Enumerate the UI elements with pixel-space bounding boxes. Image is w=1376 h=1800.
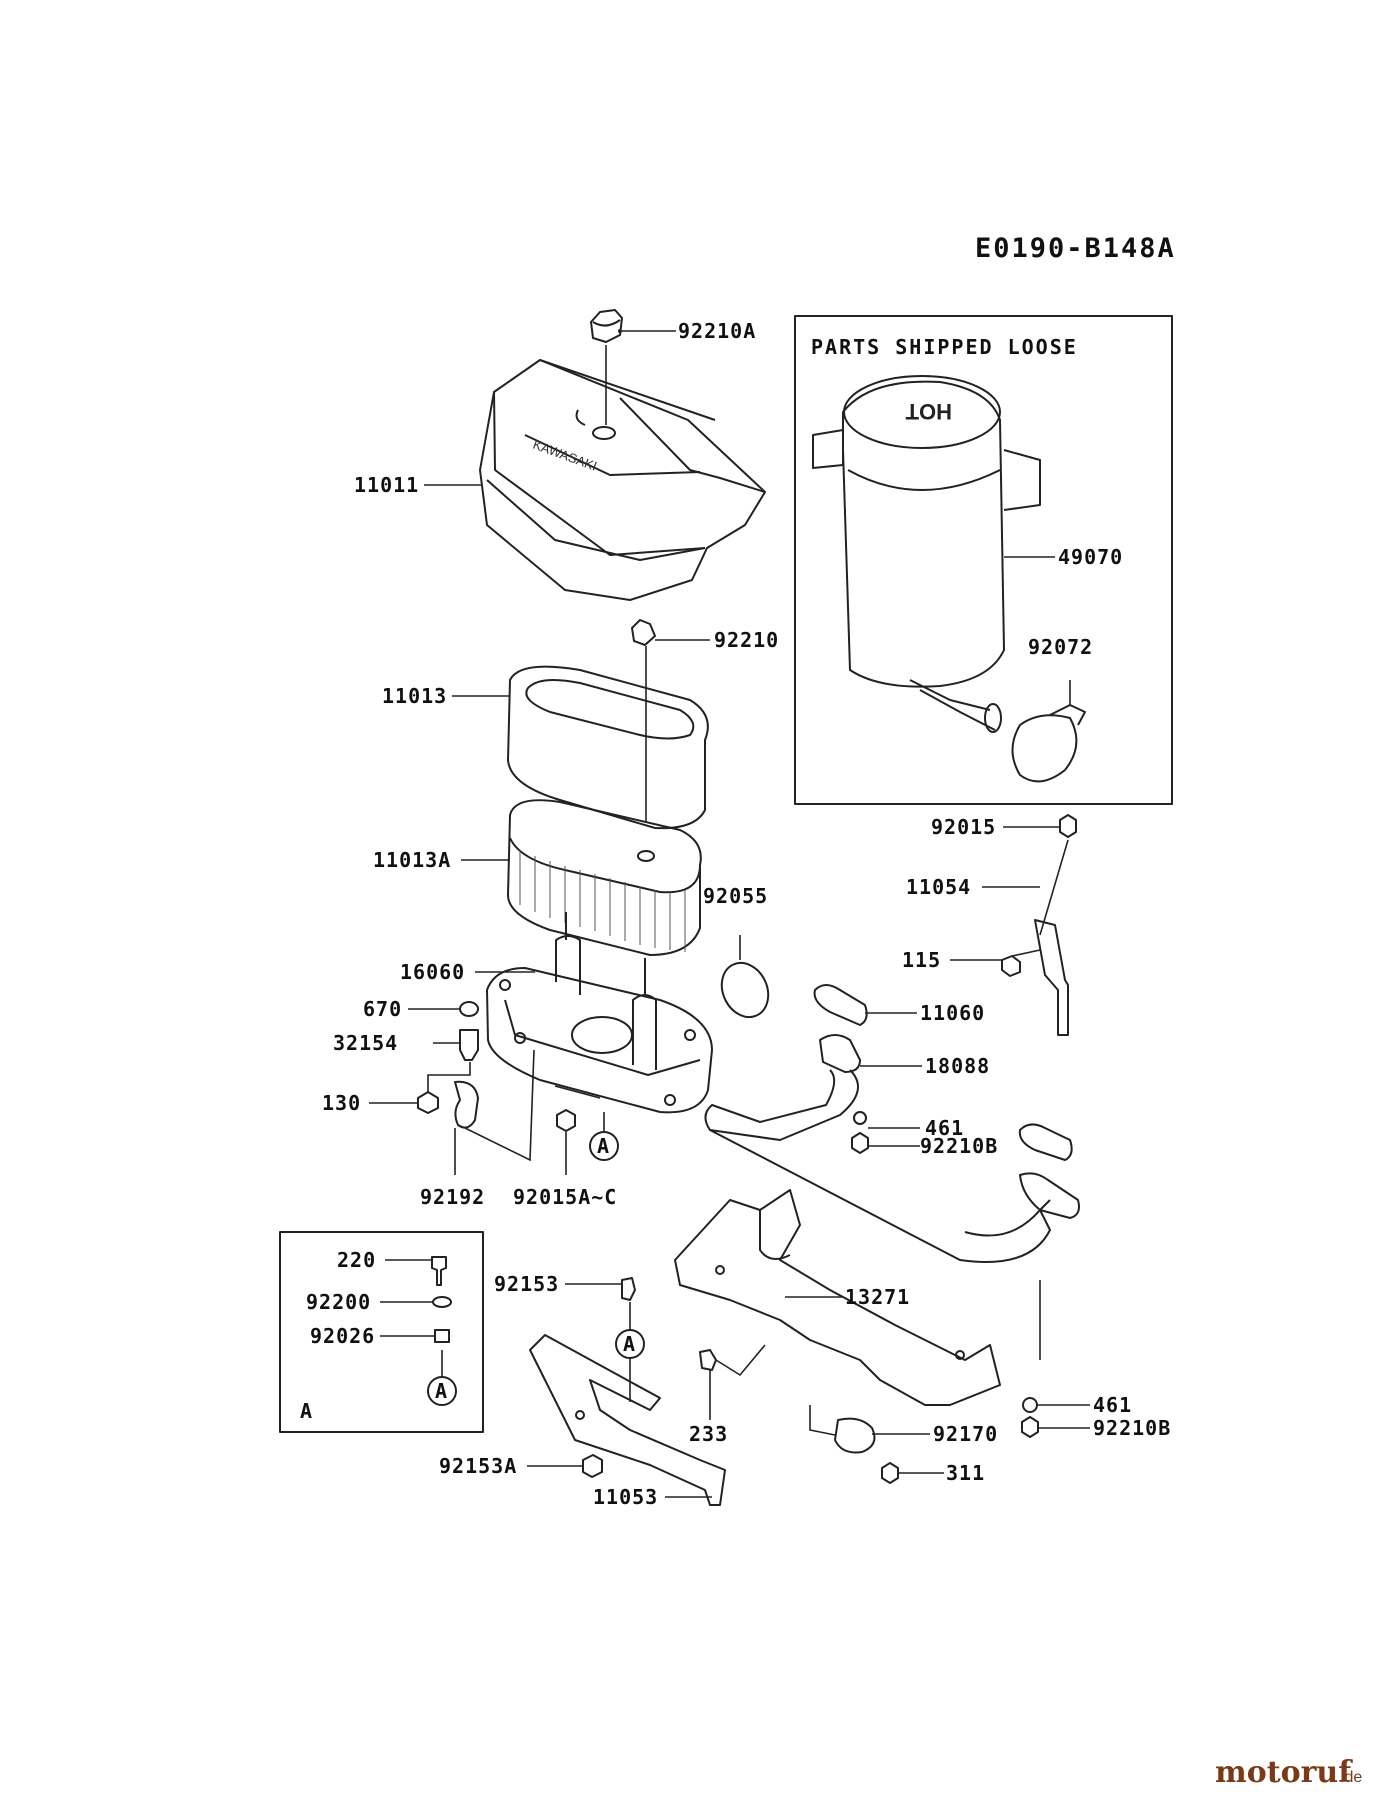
washer-461-top bbox=[853, 1111, 867, 1125]
label-92072: 92072 bbox=[1028, 635, 1093, 659]
air-cleaner-cover: KAWASAKI bbox=[479, 359, 766, 601]
bracket-11054 bbox=[1034, 919, 1069, 1036]
label-92026: 92026 bbox=[310, 1324, 375, 1348]
heat-shield bbox=[674, 1189, 1001, 1406]
bolt-311 bbox=[881, 1462, 899, 1484]
detail-a-box-label: A bbox=[300, 1399, 313, 1423]
label-233: 233 bbox=[689, 1422, 728, 1446]
label-311: 311 bbox=[946, 1461, 985, 1485]
bolt-115 bbox=[1001, 955, 1021, 977]
label-11060: 11060 bbox=[920, 1001, 985, 1025]
spacer-92026 bbox=[434, 1329, 450, 1343]
svg-text:A: A bbox=[435, 1379, 448, 1403]
label-92015A-C: 92015A~C bbox=[513, 1185, 617, 1209]
gasket-11060-second bbox=[1018, 1123, 1073, 1161]
label-92153: 92153 bbox=[494, 1272, 559, 1296]
label-49070: 49070 bbox=[1058, 545, 1123, 569]
label-11054: 11054 bbox=[906, 875, 971, 899]
svg-text:HOT: HOT bbox=[905, 399, 952, 424]
label-92210: 92210 bbox=[714, 628, 779, 652]
callout-a-base: A bbox=[589, 1112, 619, 1161]
bolt-92153A bbox=[582, 1454, 603, 1478]
washer-670 bbox=[459, 1001, 479, 1017]
hose-92192 bbox=[454, 1080, 479, 1129]
label-92055: 92055 bbox=[703, 884, 768, 908]
label-32154: 32154 bbox=[333, 1031, 398, 1055]
callout-a-bracket: A bbox=[615, 1302, 645, 1402]
label-92015: 92015 bbox=[931, 815, 996, 839]
label-13271: 13271 bbox=[845, 1285, 910, 1309]
label-130: 130 bbox=[322, 1091, 361, 1115]
o-ring bbox=[720, 961, 770, 1019]
parts-shipped-loose-title: PARTS SHIPPED LOOSE bbox=[811, 335, 1078, 359]
label-670: 670 bbox=[363, 997, 402, 1021]
label-92200: 92200 bbox=[306, 1290, 371, 1314]
muffler: HOT bbox=[812, 375, 1041, 733]
exhaust-pipe bbox=[704, 1034, 1080, 1263]
label-461-bottom: 461 bbox=[1093, 1393, 1132, 1417]
fitting-32154 bbox=[459, 1029, 479, 1061]
label-115: 115 bbox=[902, 948, 941, 972]
label-92153A: 92153A bbox=[439, 1454, 517, 1478]
bolt-130 bbox=[417, 1091, 439, 1114]
nut-92015A bbox=[556, 1109, 576, 1132]
svg-text:KAWASAKI: KAWASAKI bbox=[531, 437, 599, 474]
label-92210B-bottom: 92210B bbox=[1093, 1416, 1171, 1440]
washer-92200 bbox=[432, 1296, 452, 1308]
muffler-clamp bbox=[1011, 704, 1086, 783]
cover-knob bbox=[590, 309, 623, 343]
nut-92015 bbox=[1059, 814, 1077, 838]
gasket-11060 bbox=[813, 984, 868, 1026]
label-11013A: 11013A bbox=[373, 848, 451, 872]
bolt-220 bbox=[431, 1256, 447, 1286]
label-92210A: 92210A bbox=[678, 319, 756, 343]
callout-a-detail: A bbox=[427, 1350, 457, 1406]
svg-text:.de: .de bbox=[1340, 1769, 1362, 1786]
label-220: 220 bbox=[337, 1248, 376, 1272]
nut-92210B-top bbox=[851, 1132, 869, 1154]
clip bbox=[631, 619, 656, 646]
svg-text:motoruf: motoruf bbox=[1215, 1755, 1353, 1790]
parts-shipped-loose-box bbox=[794, 315, 1173, 805]
clamp-92170 bbox=[834, 1417, 876, 1454]
washer-461-bottom bbox=[1022, 1397, 1038, 1413]
label-18088: 18088 bbox=[925, 1054, 990, 1078]
label-group: 92210A 11011 92210 11013 11013A 92055 16… bbox=[306, 319, 1171, 1509]
bolt-233 bbox=[699, 1349, 717, 1371]
bracket-11053 bbox=[529, 1334, 726, 1506]
air-cleaner-base bbox=[486, 912, 713, 1114]
pre-filter-foam bbox=[507, 665, 709, 830]
svg-text:A: A bbox=[597, 1134, 610, 1158]
label-461-top: 461 bbox=[925, 1116, 964, 1140]
label-92210B-top: 92210B bbox=[920, 1134, 998, 1158]
air-filter-element bbox=[507, 799, 702, 956]
nut-92210B-bottom bbox=[1021, 1416, 1039, 1438]
label-92170: 92170 bbox=[933, 1422, 998, 1446]
watermark-logo: motoruf .de bbox=[1215, 1755, 1362, 1790]
detail-a-box bbox=[279, 1231, 484, 1433]
label-11053: 11053 bbox=[593, 1485, 658, 1509]
label-11011: 11011 bbox=[354, 473, 419, 497]
diagram-code: E0190-B148A bbox=[975, 233, 1176, 264]
label-92192: 92192 bbox=[420, 1185, 485, 1209]
bolt-92153 bbox=[621, 1277, 636, 1301]
label-16060: 16060 bbox=[400, 960, 465, 984]
svg-text:A: A bbox=[623, 1332, 636, 1356]
label-11013: 11013 bbox=[382, 684, 447, 708]
